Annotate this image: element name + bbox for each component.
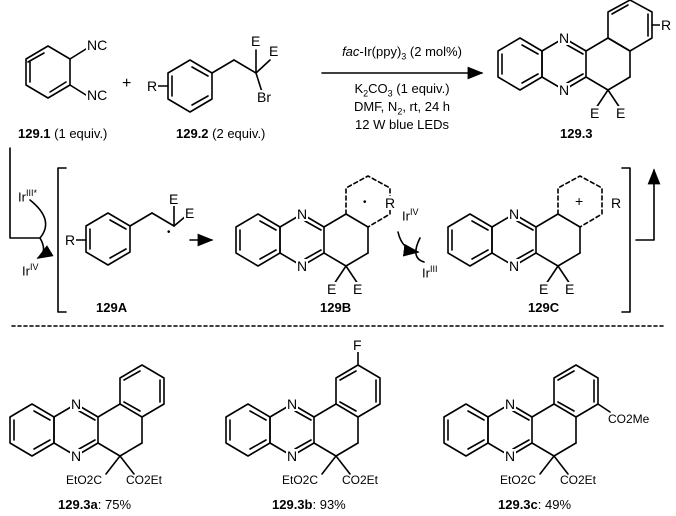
atom-e-B2: E: [352, 281, 364, 297]
atom-r-product: R: [660, 17, 673, 33]
ir-iv-left: IrIV: [22, 262, 39, 279]
structure-129-3a: [9, 364, 165, 475]
atom-n-b2: N: [286, 448, 299, 464]
label-129C: 129C: [528, 300, 560, 315]
atom-n-a1: N: [70, 396, 83, 412]
yield-129-3a: 129.3a: 75%: [58, 497, 132, 512]
atom-nc-1: NC: [86, 37, 109, 53]
ester-right-b: CO2Et: [342, 473, 379, 487]
ir-iii-mid: IrIII: [422, 264, 438, 281]
atom-e-p2: E: [615, 105, 627, 121]
label-129-3: 129.3: [560, 126, 593, 141]
atom-r-129A: R: [64, 232, 77, 248]
ir-iii-star: IrIII*: [18, 188, 37, 205]
ester-extra-c: CO2Me: [608, 412, 650, 426]
structure-129-2: [157, 49, 271, 113]
structure-129-3b: [225, 351, 381, 475]
atom-e-1: E: [250, 33, 262, 49]
yield-129-3c: 129.3c: 49%: [498, 497, 572, 512]
atom-nc-2: NC: [86, 87, 109, 103]
label-129A: 129A: [96, 300, 128, 315]
atom-n-B1: N: [296, 206, 309, 222]
ester-right-a: CO2Et: [126, 473, 163, 487]
atom-n-C2: N: [508, 258, 521, 274]
ester-left-c: EtO2C: [500, 473, 537, 487]
structure-129B: [235, 175, 391, 285]
label-129-1: 129.1 (1 equiv.): [18, 126, 108, 141]
atom-n-p1: N: [558, 30, 571, 46]
structure-129-3: [497, 0, 663, 109]
atom-e-A2: E: [184, 205, 196, 221]
light-label: 12 W blue LEDs: [355, 117, 449, 132]
label-129B: 129B: [320, 300, 352, 315]
atom-e-p1: E: [589, 105, 601, 121]
structure-129-1: [25, 45, 87, 99]
mechanism-frame: [9, 147, 661, 313]
radical-dot-A: •: [166, 226, 172, 240]
atom-e-A1: E: [168, 191, 180, 207]
atom-n-C1: N: [508, 206, 521, 222]
atom-n-c2: N: [504, 448, 517, 464]
atom-n-p2: N: [558, 82, 571, 98]
atom-n-a2: N: [70, 448, 83, 464]
atom-e-B1: E: [326, 281, 338, 297]
atom-r-129C: R: [610, 195, 623, 211]
yield-129-3b: 129.3b: 93%: [272, 497, 346, 512]
structure-129A: [75, 205, 187, 266]
atom-f: F: [352, 337, 363, 353]
cation-plus-C: +: [575, 193, 584, 209]
catalyst-label: fac-Ir(ppy)3 (2 mol%): [342, 44, 462, 62]
ester-left-b: EtO2C: [282, 473, 319, 487]
atom-n-b1: N: [286, 396, 299, 412]
atom-n-B2: N: [296, 258, 309, 274]
ir-iv-mid: IrIV: [402, 207, 419, 224]
label-129-2: 129.2 (2 equiv.): [176, 126, 266, 141]
atom-e-C2: E: [564, 281, 576, 297]
arrow-B-to-C: [397, 231, 420, 257]
ester-left-a: EtO2C: [66, 473, 103, 487]
radical-dot-B: •: [363, 197, 367, 208]
conditions-label: DMF, N2, rt, 24 h: [353, 99, 451, 117]
atom-e-2: E: [268, 43, 280, 59]
atom-n-c1: N: [504, 396, 517, 412]
atom-r-129B: R: [384, 195, 397, 211]
ester-right-c: CO2Et: [560, 473, 597, 487]
atom-r-129-2: R: [146, 78, 159, 94]
atom-br: Br: [256, 89, 272, 105]
plus-sign: +: [122, 75, 132, 92]
ir-curved-arrow: [415, 237, 425, 263]
atom-e-C1: E: [538, 281, 550, 297]
base-label: K2CO3 (1 equiv.): [354, 81, 450, 99]
structure-129-3c: [443, 364, 611, 475]
